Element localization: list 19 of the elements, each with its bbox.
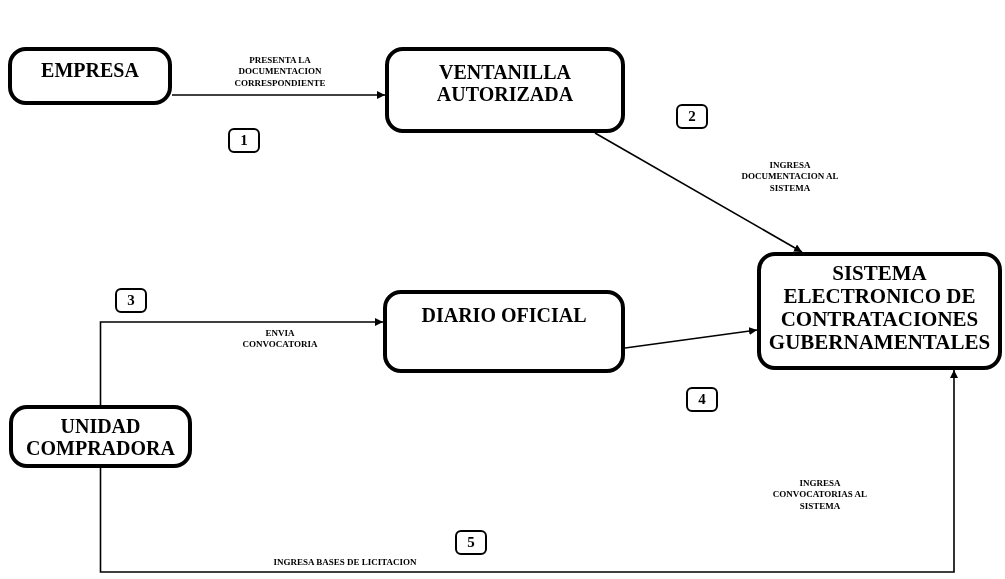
process-box (8, 47, 172, 105)
node-label: VENTANILLA AUTORIZADA (435, 61, 575, 105)
callout-number: 5 (455, 530, 487, 555)
callout-number: 4 (686, 387, 718, 412)
arrow (624, 327, 758, 349)
process-box (9, 405, 192, 468)
node-label: EMPRESA (41, 59, 139, 81)
callout-number: 1 (228, 128, 260, 153)
node-label: SISTEMA ELECTRONICO DE CONTRATACIONES GUBERNAMENTALES (767, 262, 992, 355)
node-label: UNIDAD COMPRADORA (25, 415, 176, 459)
callout-number: 2 (676, 104, 708, 129)
arrow (99, 318, 384, 406)
node-label: DIARIO OFICIAL (421, 304, 587, 326)
callout-number: 3 (115, 288, 147, 313)
process-box (385, 47, 625, 133)
arrow (594, 132, 803, 253)
process-box (383, 290, 625, 373)
arrow (171, 91, 386, 99)
process-box (757, 252, 1002, 370)
